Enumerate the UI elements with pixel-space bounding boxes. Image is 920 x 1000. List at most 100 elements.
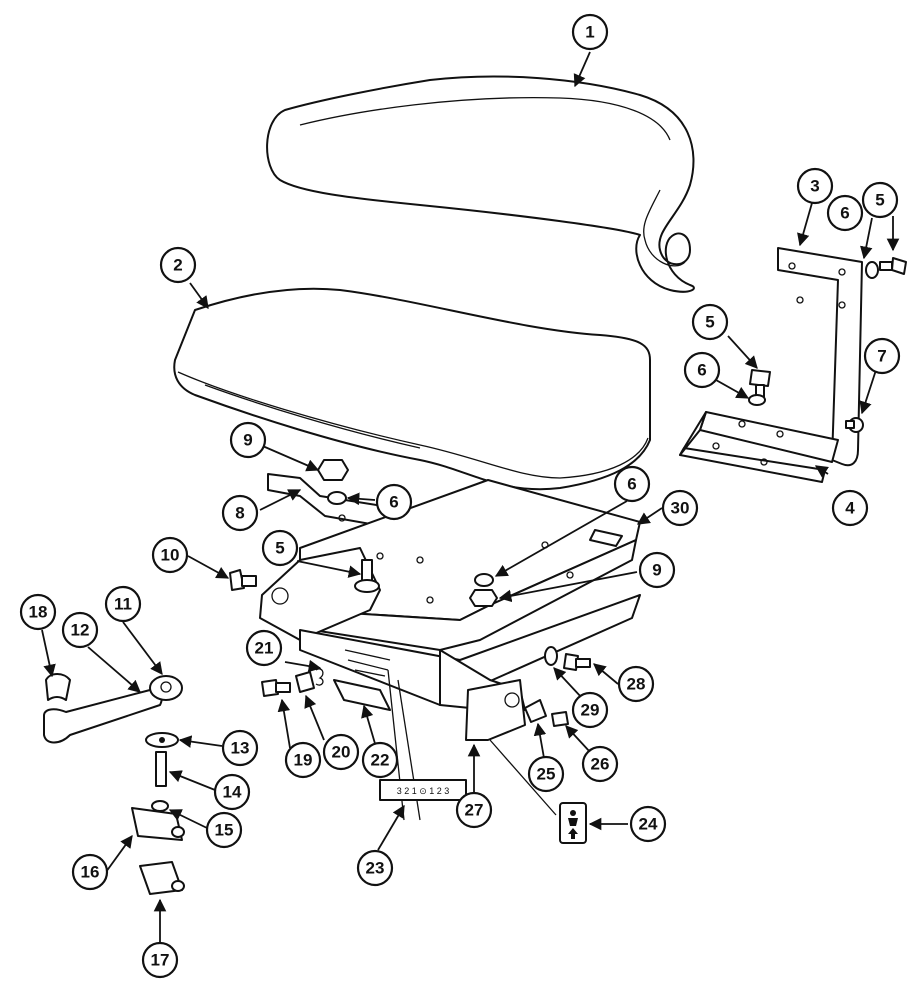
bolt-28 <box>563 653 591 671</box>
callout-25: 25 <box>527 755 565 793</box>
callout-8: 8 <box>221 494 259 532</box>
svg-text:28: 28 <box>627 675 646 694</box>
callout-30: 30 <box>661 489 699 527</box>
washer-29 <box>544 646 558 666</box>
block-16 <box>131 800 185 841</box>
svg-text:17: 17 <box>151 951 170 970</box>
svg-text:23: 23 <box>366 859 385 878</box>
svg-text:6: 6 <box>389 493 398 512</box>
callout-28: 28 <box>617 665 655 703</box>
svg-text:10: 10 <box>161 546 180 565</box>
callout-10: 10 <box>151 536 189 574</box>
callout-6-right: 6 <box>826 194 864 232</box>
nut-9-upper <box>317 459 349 481</box>
svg-text:7: 7 <box>877 347 886 366</box>
sprocket-13 <box>145 732 179 748</box>
svg-text:22: 22 <box>371 751 390 770</box>
bushing-20 <box>295 671 315 693</box>
nut-9-center <box>469 589 498 607</box>
svg-text:18: 18 <box>29 603 48 622</box>
seat-cushion <box>173 287 651 491</box>
callout-6-bracket: 6 <box>683 351 721 389</box>
svg-text:20: 20 <box>332 743 351 762</box>
screw-7 <box>845 417 864 433</box>
washer-6-right <box>865 261 879 279</box>
svg-text:9: 9 <box>243 431 252 450</box>
block-26 <box>551 711 569 727</box>
callout-26: 26 <box>581 745 619 783</box>
svg-text:13: 13 <box>231 739 250 758</box>
callout-13: 13 <box>221 729 259 767</box>
callout-5-top: 5 <box>691 303 729 341</box>
callout-9-center: 9 <box>638 551 676 589</box>
svg-text:6: 6 <box>840 204 849 223</box>
callout-1: 1 <box>571 13 609 51</box>
callout-18: 18 <box>19 593 57 631</box>
svg-text:9: 9 <box>652 561 661 580</box>
hex-bolt-5-right <box>879 257 907 275</box>
svg-text:1: 1 <box>585 23 594 42</box>
svg-text:6: 6 <box>697 361 706 380</box>
latch-22 <box>333 679 391 711</box>
washer-6-bracket <box>748 394 766 406</box>
bolt-10 <box>229 569 257 591</box>
clip-25 <box>524 699 547 723</box>
svg-text:6: 6 <box>627 475 636 494</box>
bolt-19 <box>261 679 291 697</box>
washer-6-left <box>327 491 347 505</box>
hex-bolt-5-top <box>749 369 771 398</box>
callout-21: 21 <box>245 629 283 667</box>
spring-21 <box>315 668 324 686</box>
callout-17: 17 <box>141 941 179 979</box>
scale-decal-text: 3 2 1 ⊙ 1 2 3 <box>397 786 450 796</box>
callout-4: 4 <box>831 489 869 527</box>
svg-text:4: 4 <box>845 499 855 518</box>
svg-text:5: 5 <box>275 539 284 558</box>
callout-3: 3 <box>796 167 834 205</box>
svg-text:14: 14 <box>223 783 242 802</box>
svg-text:30: 30 <box>671 499 690 518</box>
svg-text:2: 2 <box>173 256 182 275</box>
callout-29: 29 <box>571 691 609 729</box>
callout-15: 15 <box>205 811 243 849</box>
cap-18 <box>45 673 71 701</box>
callout-7: 7 <box>863 337 901 375</box>
callout-24: 24 <box>629 805 667 843</box>
callout-6-center: 6 <box>613 465 651 503</box>
callout-22: 22 <box>361 741 399 779</box>
callout-2: 2 <box>159 246 197 284</box>
callout-11: 11 <box>104 585 142 623</box>
svg-text:11: 11 <box>114 595 132 614</box>
svg-text:8: 8 <box>235 504 244 523</box>
scale-decal-23: 3 2 1 ⊙ 1 2 3 <box>379 779 467 801</box>
seat-slide-carriage <box>259 547 641 821</box>
callout-23: 23 <box>356 849 394 887</box>
callout-9-upper: 9 <box>229 421 267 459</box>
svg-text:5: 5 <box>875 191 884 210</box>
washer-6-center <box>474 573 494 587</box>
svg-text:25: 25 <box>537 765 556 784</box>
backrest-cushion <box>266 75 695 293</box>
operator-decal-24 <box>559 802 587 844</box>
svg-text:16: 16 <box>81 863 100 882</box>
callout-14: 14 <box>213 773 251 811</box>
svg-text:12: 12 <box>71 621 90 640</box>
callout-5-right: 5 <box>861 181 899 219</box>
svg-text:29: 29 <box>581 701 600 720</box>
svg-text:27: 27 <box>465 801 484 820</box>
svg-text:26: 26 <box>591 755 610 774</box>
svg-text:21: 21 <box>255 639 274 658</box>
callout-6-left: 6 <box>375 483 413 521</box>
svg-text:5: 5 <box>705 313 714 332</box>
adjustment-handle-12 <box>43 675 183 744</box>
svg-text:19: 19 <box>294 751 313 770</box>
callout-27: 27 <box>455 791 493 829</box>
back-mounting-bracket <box>679 247 863 483</box>
block-17 <box>139 861 185 895</box>
callout-20: 20 <box>322 733 360 771</box>
callout-19: 19 <box>284 741 322 779</box>
stud-5-center <box>354 559 380 593</box>
callout-16: 16 <box>71 853 109 891</box>
leader-lines <box>41 51 900 942</box>
